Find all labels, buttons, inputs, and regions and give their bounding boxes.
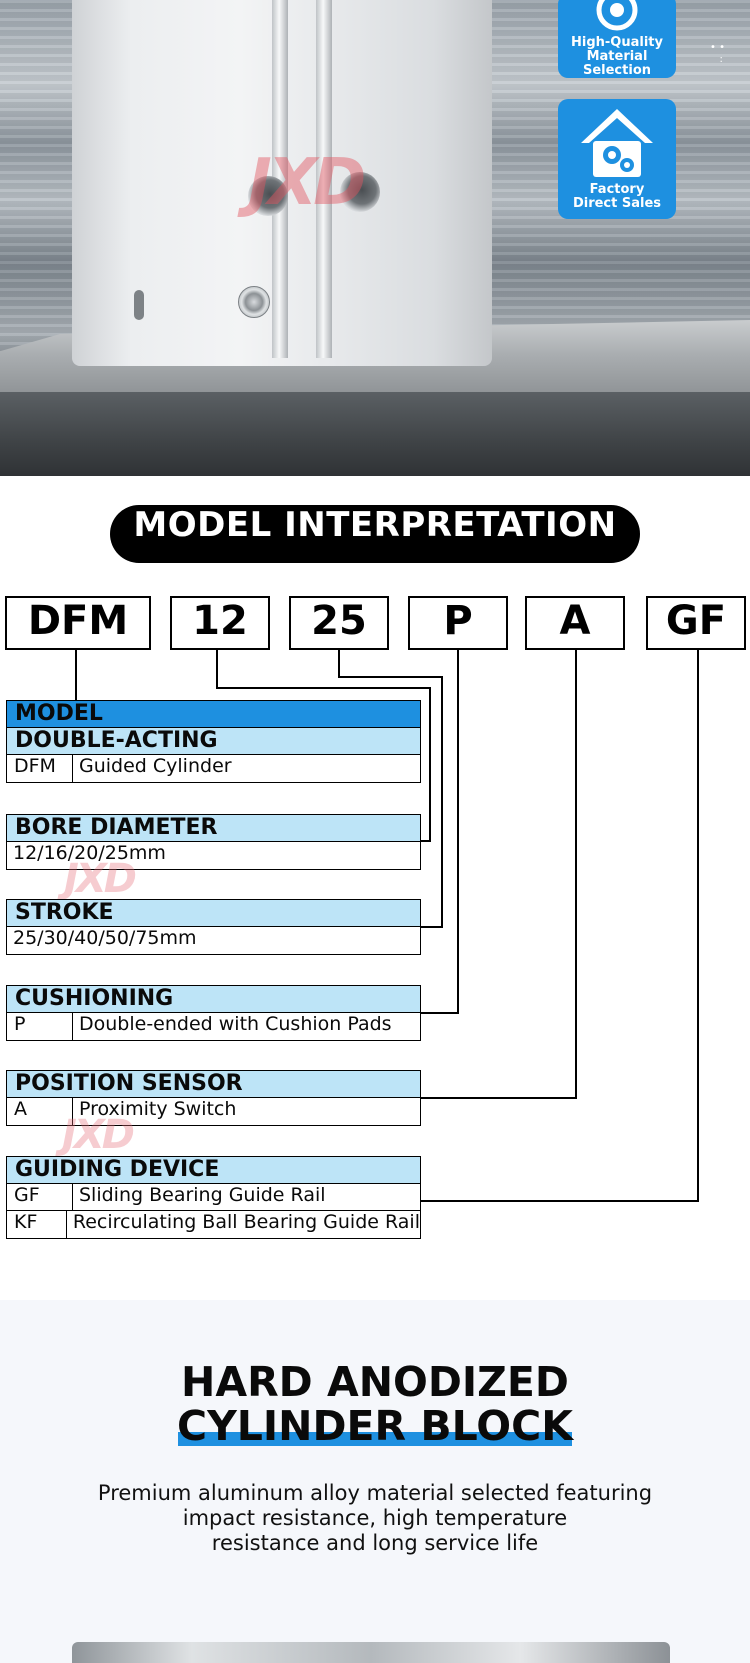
badge-factory: Factory Direct Sales [558, 99, 676, 219]
mount-hole [340, 172, 380, 212]
feature-heading-text: HARD ANODIZED [181, 1358, 569, 1406]
screw [238, 286, 270, 318]
badge-material-line1: High-Quality [571, 35, 663, 50]
feature-paragraph-line3: resistance and long service life [211, 1531, 539, 1555]
spec-row: 12/16/20/25mm [7, 842, 420, 869]
spec-desc: Sliding Bearing Guide Rail [79, 1184, 326, 1206]
connector-line [216, 687, 431, 689]
code-box-dfm: DFM [5, 596, 151, 650]
connector-line [421, 1097, 577, 1099]
mount-hole [248, 176, 288, 216]
section-title-pill: MODEL INTERPRETATION [110, 505, 640, 563]
spec-row: DFM Guided Cylinder [7, 755, 420, 782]
spec-header-bore: BORE DIAMETER [7, 815, 420, 842]
connector-line [75, 650, 77, 702]
spec-table-bore: BORE DIAMETER 12/16/20/25mm [6, 814, 421, 870]
watermark-logo: JXD [248, 146, 366, 220]
badge-material-line2: Material Selection [582, 49, 651, 78]
connector-line [457, 650, 459, 1014]
connector-line [429, 687, 431, 842]
code-box-sensor: A [525, 596, 625, 650]
spec-code: KF [7, 1211, 67, 1238]
feature-heading-line1: HARD ANODIZED [0, 1358, 750, 1406]
spec-header-stroke: STROKE [7, 900, 420, 927]
badge-factory-line1: Factory [589, 182, 645, 197]
spec-desc: Recirculating Ball Bearing Guide Rail [72, 1211, 420, 1233]
decorative-dots: • • : [710, 42, 725, 65]
spec-row: A Proximity Switch [7, 1098, 420, 1125]
spec-code: GF [7, 1184, 73, 1210]
leaf-circle-icon [596, 0, 638, 31]
connector-line [421, 1200, 699, 1202]
connector-line [338, 650, 340, 677]
spec-table-sensor: POSITION SENSOR A Proximity Switch [6, 1070, 421, 1126]
code-box-guide: GF [646, 596, 746, 650]
feature-paragraph-line1: Premium aluminum alloy material selected… [97, 1481, 653, 1505]
spec-table-model: MODEL DOUBLE-ACTING DFM Guided Cylinder [6, 700, 421, 783]
spec-value: 25/30/40/50/75mm [13, 927, 197, 949]
connector-line [338, 676, 443, 678]
connector-line [421, 840, 431, 842]
badge-factory-line2: Direct Sales [572, 196, 662, 211]
feature-section [0, 1300, 750, 1663]
feature-heading-line2: CYLINDER BLOCK [0, 1402, 750, 1450]
cylinder-block-image [72, 1642, 670, 1663]
spec-code: A [7, 1098, 73, 1125]
spec-header-sensor: POSITION SENSOR [7, 1071, 420, 1098]
spec-row: P Double-ended with Cushion Pads [7, 1013, 420, 1040]
cylinder-groove [316, 0, 332, 358]
stone-slab-front [0, 392, 750, 476]
heading-underline-bar [178, 1432, 572, 1446]
spec-desc: Double-ended with Cushion Pads [79, 1013, 392, 1035]
spec-table-stroke: STROKE 25/30/40/50/75mm [6, 899, 421, 955]
house-gears-icon [581, 109, 653, 177]
connector-line [697, 650, 699, 1202]
spec-header-cushioning: CUSHIONING [7, 986, 420, 1013]
code-box-stroke: 25 [289, 596, 389, 650]
code-box-cushion: P [408, 596, 508, 650]
feature-heading-text: CYLINDER BLOCK [177, 1402, 573, 1450]
connector-line [216, 650, 218, 688]
watermark-logo: JXD [64, 856, 137, 902]
watermark-logo: JXD [62, 1112, 135, 1158]
spec-row: KF Recirculating Ball Bearing Guide Rail [7, 1211, 420, 1238]
spec-code: DFM [7, 755, 73, 782]
spec-table-guiding: GUIDING DEVICE GF Sliding Bearing Guide … [6, 1156, 421, 1239]
spec-desc: Guided Cylinder [79, 755, 232, 777]
spec-row: GF Sliding Bearing Guide Rail [7, 1184, 420, 1211]
spec-table-cushioning: CUSHIONING P Double-ended with Cushion P… [6, 985, 421, 1041]
spec-value: 12/16/20/25mm [13, 842, 166, 864]
spec-code: P [7, 1013, 73, 1040]
connector-line [575, 650, 577, 1099]
code-box-bore: 12 [170, 596, 270, 650]
hero-product-photo: JXD High-Quality Material Selection Fact… [0, 0, 750, 476]
spec-header-model: MODEL [7, 701, 420, 728]
feature-paragraph-line2: impact resistance, high temperature [182, 1506, 568, 1530]
spec-subheader-double-acting: DOUBLE-ACTING [7, 728, 420, 755]
connector-line [421, 926, 443, 928]
spec-desc: Proximity Switch [79, 1098, 237, 1120]
spec-header-guiding: GUIDING DEVICE [7, 1157, 420, 1184]
cylinder-image [72, 0, 492, 366]
air-port [134, 290, 144, 320]
connector-line [421, 1012, 459, 1014]
connector-line [441, 676, 443, 928]
spec-row: 25/30/40/50/75mm [7, 927, 420, 954]
badge-material: High-Quality Material Selection [558, 0, 676, 78]
